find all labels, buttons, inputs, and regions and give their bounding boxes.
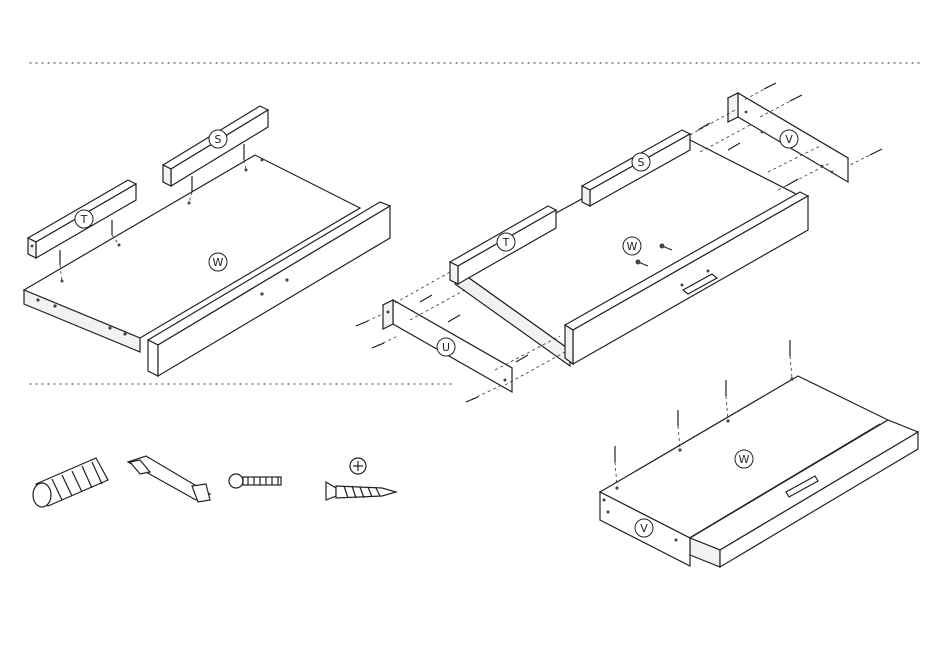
phillips-driver-icon xyxy=(350,458,366,474)
wood-screw-icon xyxy=(326,482,396,500)
step1-right-panel-face xyxy=(148,340,158,376)
step2-label-w: W xyxy=(627,240,638,253)
step3-assembly: W V xyxy=(600,340,918,567)
step3-label-w: W xyxy=(739,453,750,466)
step1-label-t: T xyxy=(80,213,88,226)
step2-label-v: V xyxy=(785,133,793,146)
step2-label-u: U xyxy=(442,341,450,354)
step2-label-t: T xyxy=(502,236,510,249)
step1-label-s: S xyxy=(215,133,222,146)
step2-label-s: S xyxy=(638,156,645,169)
step1-label-w: W xyxy=(213,256,224,269)
dowel-icon xyxy=(33,458,108,507)
step3-label-v: V xyxy=(640,522,648,535)
handle-icon xyxy=(128,456,210,502)
hardware-legend xyxy=(33,456,396,507)
machine-screw-icon xyxy=(229,474,281,488)
step1-assembly: S T W xyxy=(24,106,390,376)
step2-assembly: S T W U V xyxy=(356,83,882,402)
